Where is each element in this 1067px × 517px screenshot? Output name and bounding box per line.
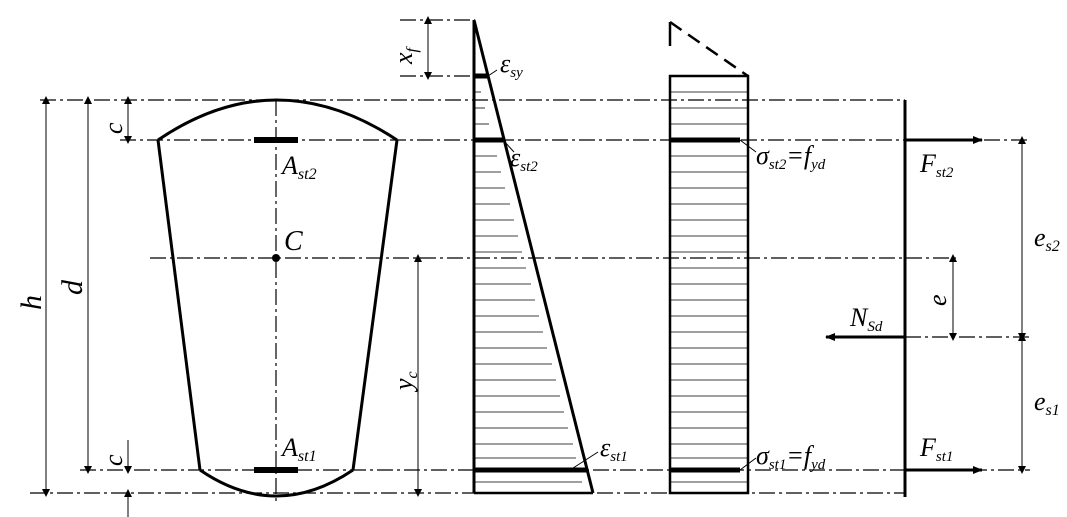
label-eps-sy: εsy [500, 49, 523, 81]
label-ast1: Ast1 [280, 433, 317, 465]
label-sigma-st1: σst1=fyd [756, 441, 826, 473]
label-eps-st2: εst2 [510, 143, 538, 175]
stress-diagram [668, 20, 757, 495]
label-sigma-st2: σst2=fyd [756, 141, 826, 173]
label-e: e [923, 294, 952, 306]
cross-section [156, 98, 399, 498]
centroid-point [272, 254, 280, 262]
label-fst2: Fst2 [919, 149, 954, 181]
strain-diagram [472, 19, 599, 495]
label-c-top: c [99, 122, 128, 134]
force-diagram [825, 100, 1026, 497]
label-c-bottom: c [99, 454, 128, 466]
label-h: h [15, 295, 48, 310]
label-eps-st1: εst1 [600, 433, 628, 465]
label-nsd: NSd [849, 303, 883, 335]
label-centroid: C [284, 226, 303, 257]
label-es1: es1 [1034, 387, 1060, 419]
label-yc: yc [389, 371, 421, 393]
label-fst1: Fst1 [919, 433, 953, 465]
label-d: d [56, 279, 89, 295]
label-xf: xf [389, 45, 421, 65]
label-es2: es2 [1034, 223, 1060, 255]
label-ast2: Ast2 [280, 151, 317, 183]
